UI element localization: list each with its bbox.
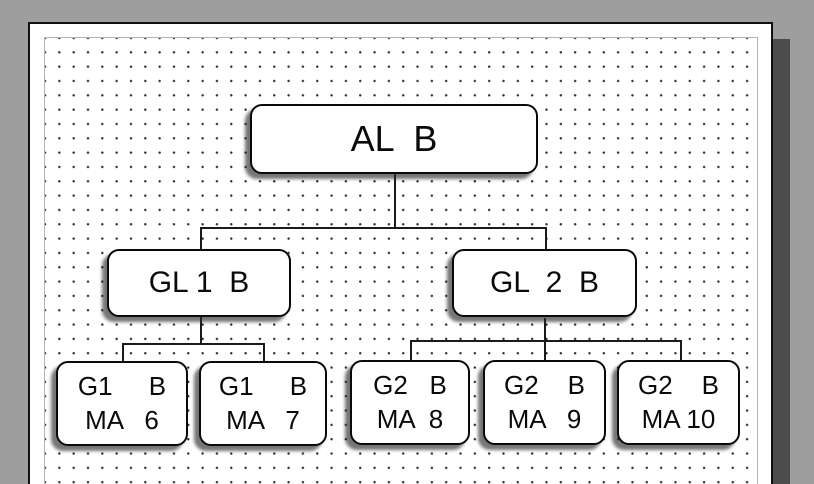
connector-gl2-bus[interactable] (410, 340, 682, 342)
org-node-ma6[interactable]: G1 B MA 6 (56, 361, 188, 446)
org-node-ma7-line2: MA 7 (226, 404, 300, 435)
connector-drop-gl2[interactable] (545, 227, 547, 251)
connector-drop-ma8[interactable] (410, 340, 412, 361)
connector-drop-ma9[interactable] (544, 340, 546, 361)
org-node-ma6-line1: G1 B (77, 371, 167, 402)
org-node-ma8-line2: MA 8 (376, 403, 444, 434)
org-node-ma10-line1: G2 B (638, 370, 719, 401)
connector-gl1-bus[interactable] (122, 343, 265, 345)
org-node-ma8[interactable]: G2 B MA 8 (350, 360, 470, 445)
org-node-gl1[interactable]: GL 1 B (107, 249, 291, 317)
connector-drop-gl1[interactable] (200, 227, 202, 251)
org-node-al[interactable]: AL B (250, 104, 538, 174)
org-node-ma6-line2: MA 6 (85, 404, 159, 435)
connector-level1-bus[interactable] (200, 227, 546, 229)
org-node-ma9-line1: G2 B (504, 370, 585, 401)
connector-gl1-stem[interactable] (200, 317, 202, 344)
org-node-ma10[interactable]: G2 B MA 10 (617, 360, 740, 445)
org-node-ma7[interactable]: G1 B MA 7 (199, 361, 327, 446)
org-node-gl2-label: GL 2 B (490, 265, 599, 299)
org-node-ma8-line1: G2 B (373, 370, 447, 401)
connector-gl2-stem[interactable] (544, 318, 546, 342)
org-node-ma10-line2: MA 10 (641, 403, 716, 434)
connector-drop-ma10[interactable] (680, 340, 682, 361)
connector-drop-ma7[interactable] (263, 343, 265, 362)
connector-root-stem[interactable] (394, 174, 396, 228)
org-node-gl2[interactable]: GL 2 B (452, 249, 637, 317)
org-node-ma9[interactable]: G2 B MA 9 (483, 360, 606, 445)
org-node-ma9-line2: MA 9 (507, 403, 582, 434)
org-node-gl1-label: GL 1 B (148, 265, 250, 299)
org-node-al-label: AL B (350, 117, 438, 159)
connector-drop-ma6[interactable] (122, 343, 124, 362)
org-node-ma7-line1: G1 B (218, 371, 308, 402)
